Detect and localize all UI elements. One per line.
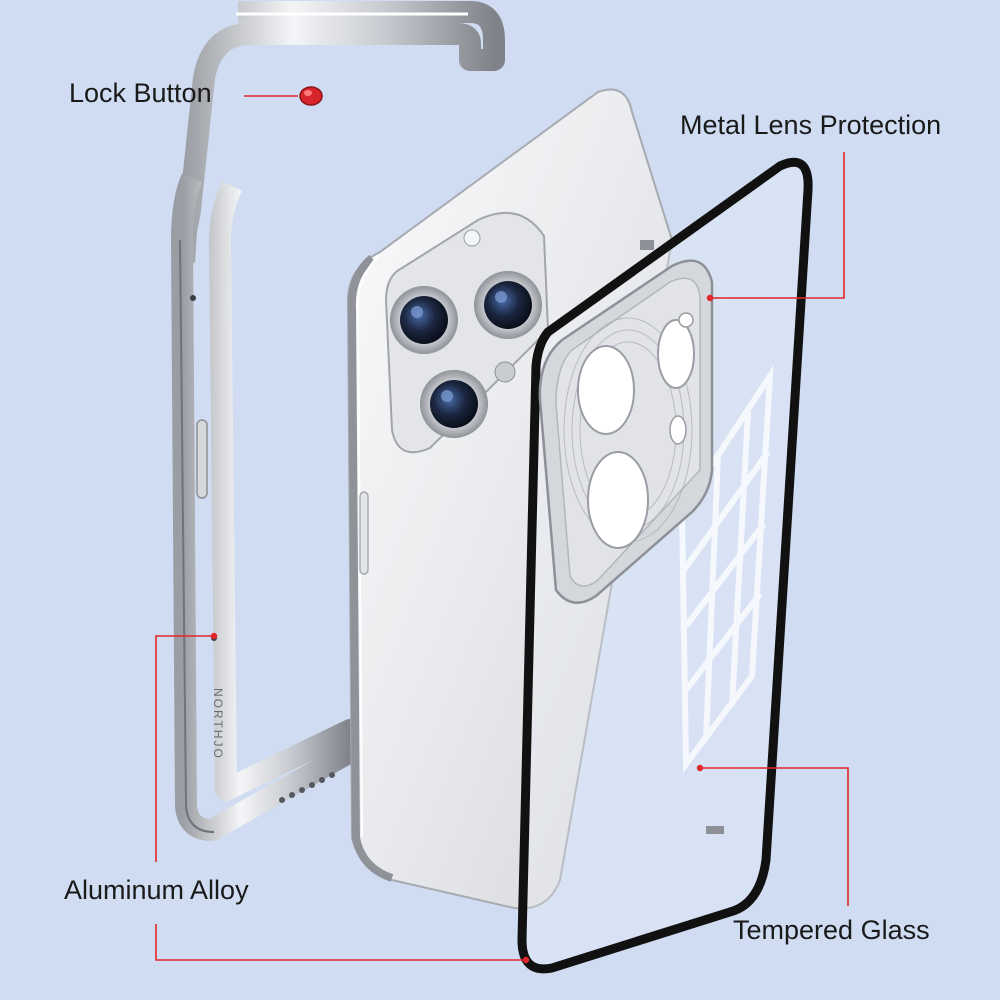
- callout-label-metal-lens-protection: Metal Lens Protection: [680, 110, 942, 140]
- frame-speaker-grille: [279, 772, 335, 803]
- glass-reflection: [678, 364, 774, 773]
- callout-label-lock-button: Lock Button: [69, 78, 212, 108]
- callout-label-tempered-glass: Tempered Glass: [733, 915, 930, 945]
- glass-leader: [700, 767, 849, 906]
- aluminum-frame: NORTHJO: [171, 1, 505, 841]
- lens-cutout-sensor: [678, 312, 694, 328]
- lens-cutout-top: [577, 345, 635, 435]
- lens-protection-leader: [710, 152, 845, 299]
- camera-flash: [494, 361, 516, 383]
- lens-cutout-right: [657, 319, 695, 389]
- callout-dots: [210, 294, 714, 964]
- lock-button-knob: [299, 86, 323, 106]
- alloy-leader-lower: [155, 924, 526, 961]
- camera-sensor: [463, 229, 481, 247]
- metal-lens-protection: [538, 259, 714, 604]
- alloy-leader-upper: [155, 635, 214, 862]
- lens-cutout-flash: [669, 415, 687, 445]
- frame-engraving: NORTHJO: [211, 688, 225, 760]
- frame-side-button: [196, 419, 208, 499]
- phone-side-button: [359, 491, 369, 575]
- callout-label-aluminum-alloy: Aluminum Alloy: [64, 875, 249, 905]
- phone-body: [346, 88, 674, 910]
- frame-dot: [190, 295, 196, 301]
- callout-lines: [155, 95, 849, 961]
- lens-cutout-bottom: [587, 451, 649, 549]
